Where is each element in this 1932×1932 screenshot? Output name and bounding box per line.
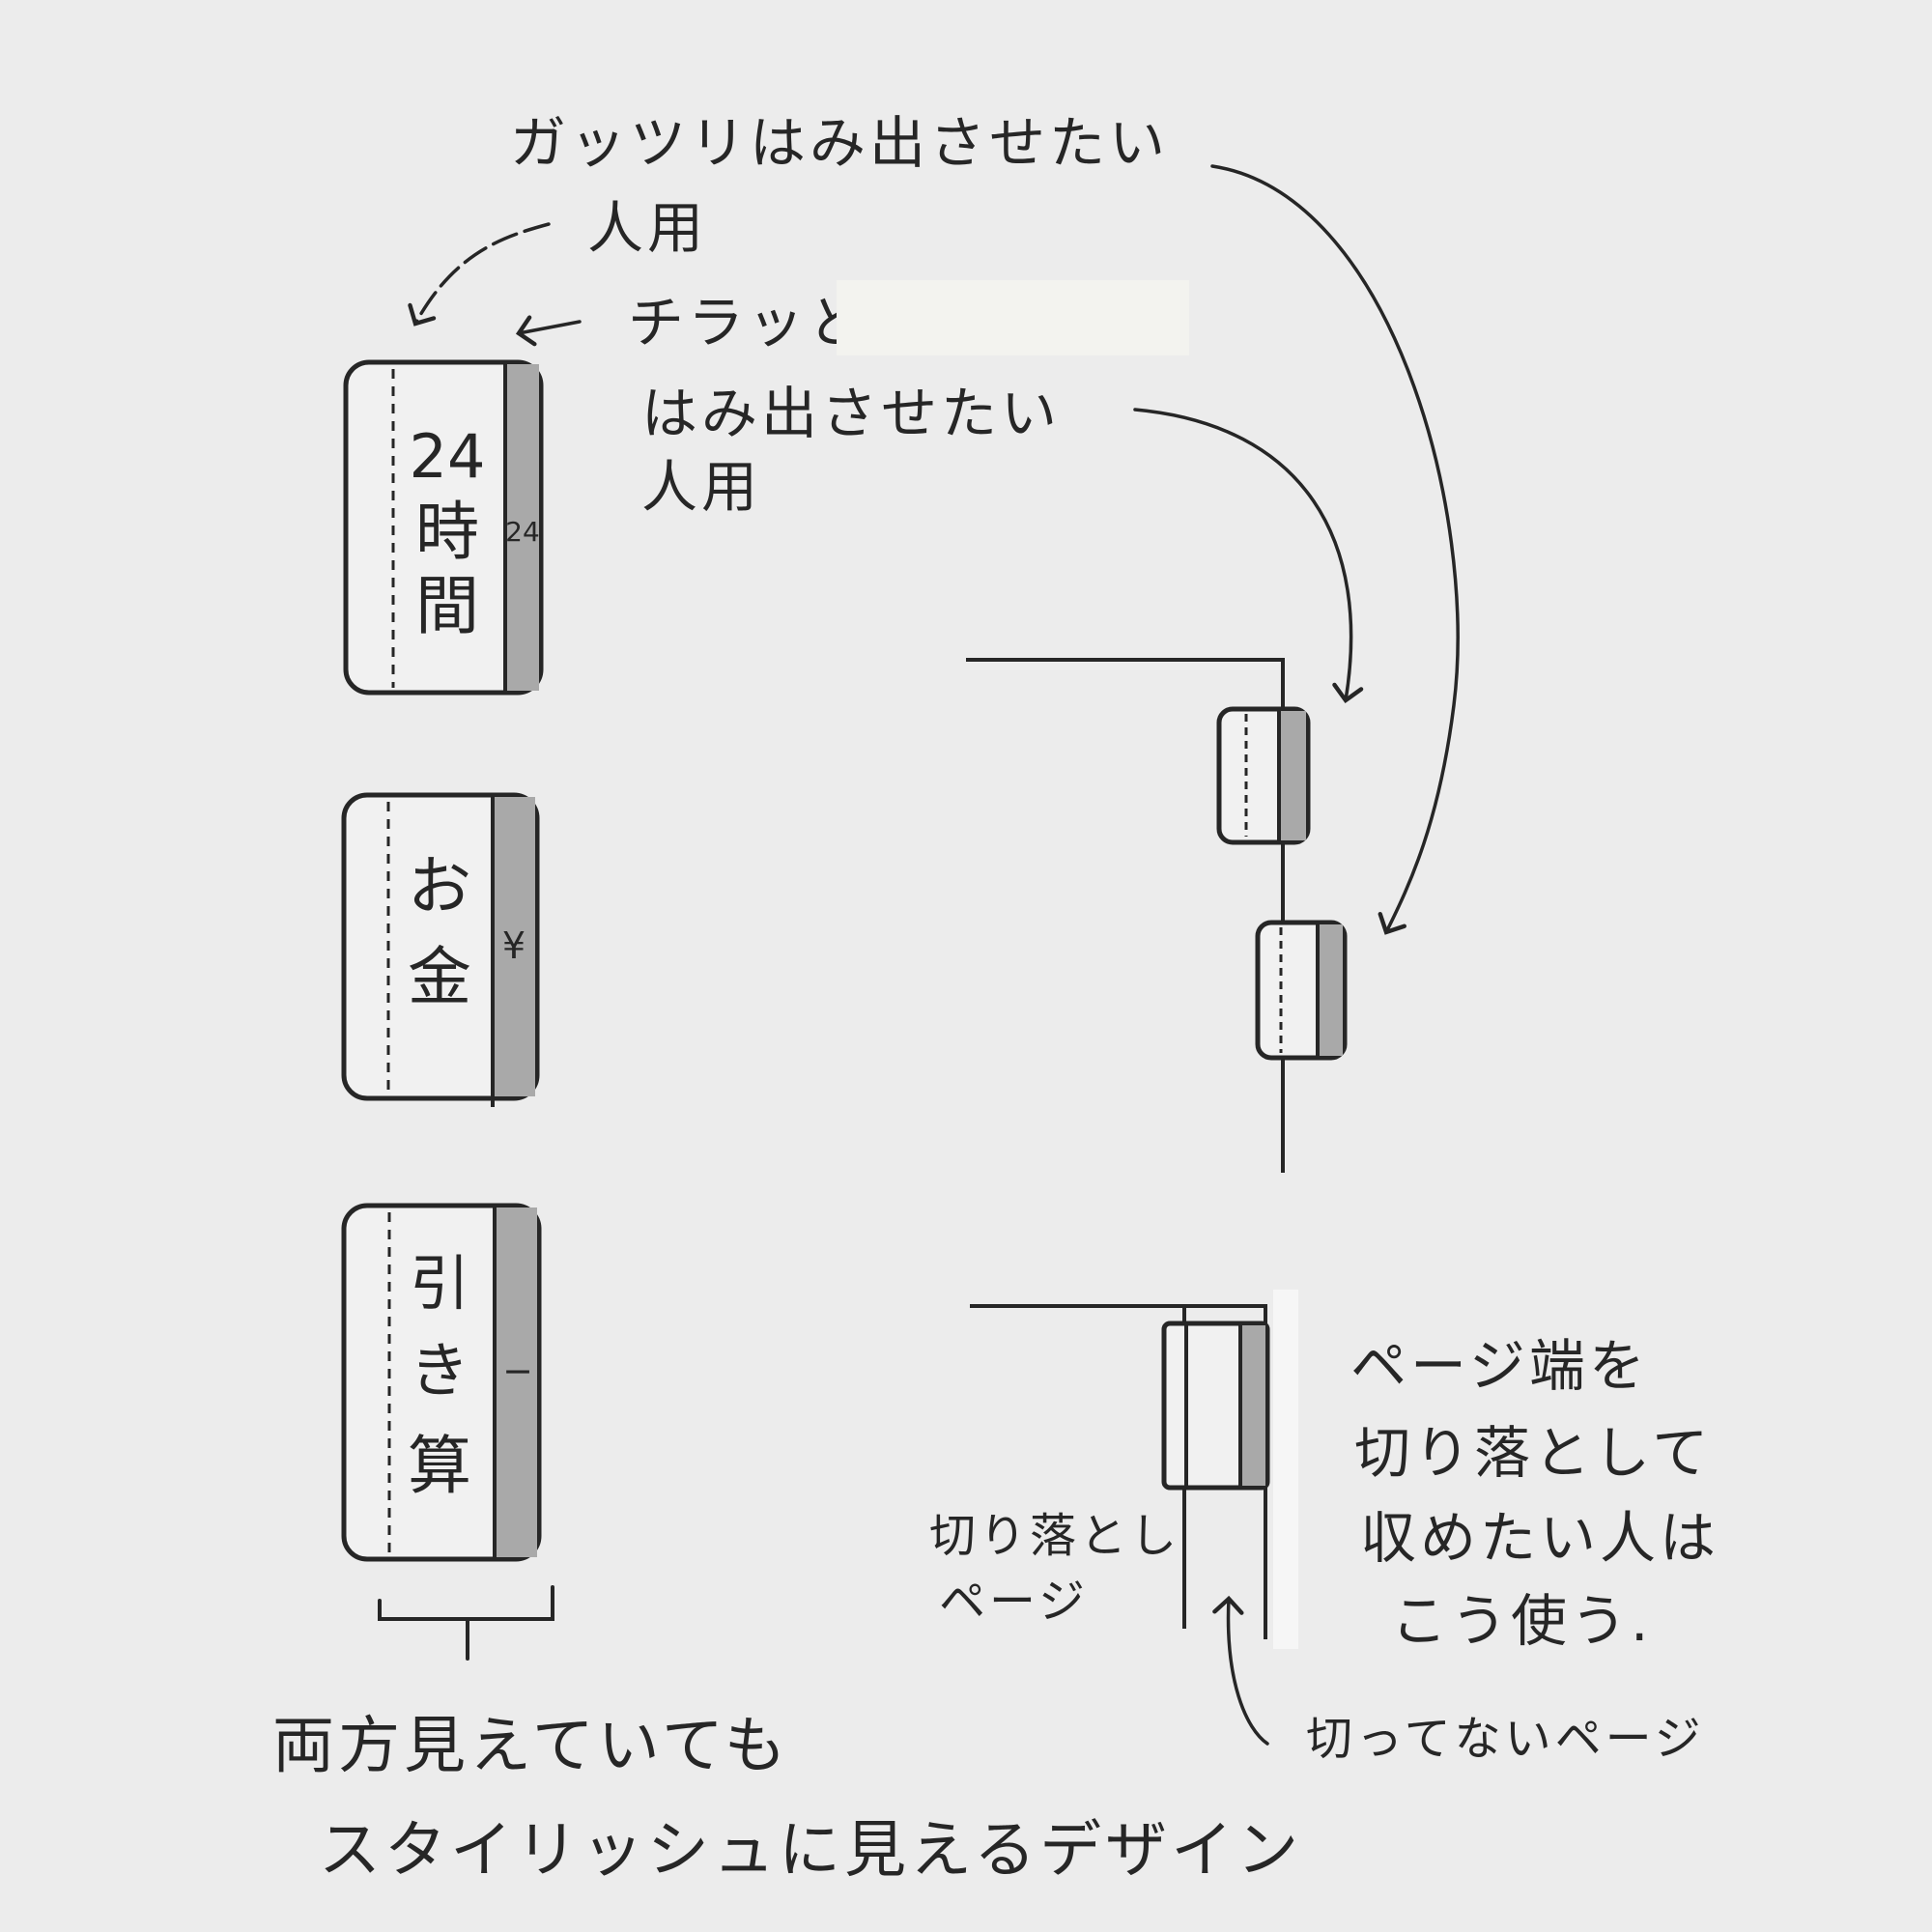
tab-edge-label: ¥	[502, 924, 526, 967]
note-cut-edge-line2: 切り落として	[1354, 1418, 1712, 1489]
tab-main-label: お	[408, 849, 471, 923]
tab-sticker-subtraction: 引 き 算 −	[344, 1206, 539, 1559]
note-uncut-page: 切ってないページ	[1306, 1710, 1705, 1768]
tab-strip	[1318, 924, 1343, 1056]
note-cut-edge-line3: 収めたい人は	[1360, 1503, 1719, 1574]
tab-edge-label: 24	[505, 516, 540, 548]
tab-main-label: 引	[410, 1248, 469, 1319]
tab-main-label: き	[410, 1335, 469, 1406]
note-full-protrude-line2: 人用	[587, 193, 707, 264]
note-cut-page-line2: ページ	[939, 1573, 1089, 1631]
width-bracket	[380, 1587, 553, 1659]
correction-tape	[837, 280, 1189, 355]
tab-edge-label: −	[502, 1350, 533, 1392]
tab-sticker-24h: 24 時 間 24	[346, 362, 541, 693]
tab-main-label: 間	[415, 569, 479, 643]
note-cut-page-line1: 切り落とし	[929, 1507, 1180, 1565]
tab-strip	[1240, 1325, 1265, 1486]
note-cut-edge-line4: こう使う.	[1391, 1586, 1652, 1657]
tab-main-label: 算	[408, 1429, 471, 1503]
tab-sticker-money: お 金 ¥	[344, 795, 537, 1107]
note-both-visible-line2: スタイリッシュに見えるデザイン	[319, 1812, 1302, 1889]
tab-main-label: 時	[415, 495, 479, 569]
note-both-visible-line1: 両方見えていても	[272, 1708, 790, 1785]
page-diagram-protrude	[966, 660, 1345, 1173]
arrows-left	[415, 224, 580, 333]
tab-main-label: 24	[410, 421, 486, 492]
note-full-protrude-line1: ガッツリはみ出させたい	[510, 108, 1169, 179]
note-cut-edge-line1: ページ端を	[1350, 1331, 1649, 1402]
note-peek-line2: はみ出させたい	[641, 379, 1061, 449]
tab-strip	[1279, 711, 1306, 840]
arrow-uncut-page	[1229, 1599, 1267, 1744]
tab-main-label: 金	[408, 940, 471, 1014]
note-peek-line1: チラッと	[628, 288, 867, 358]
note-peek-line3: 人用	[641, 452, 761, 523]
